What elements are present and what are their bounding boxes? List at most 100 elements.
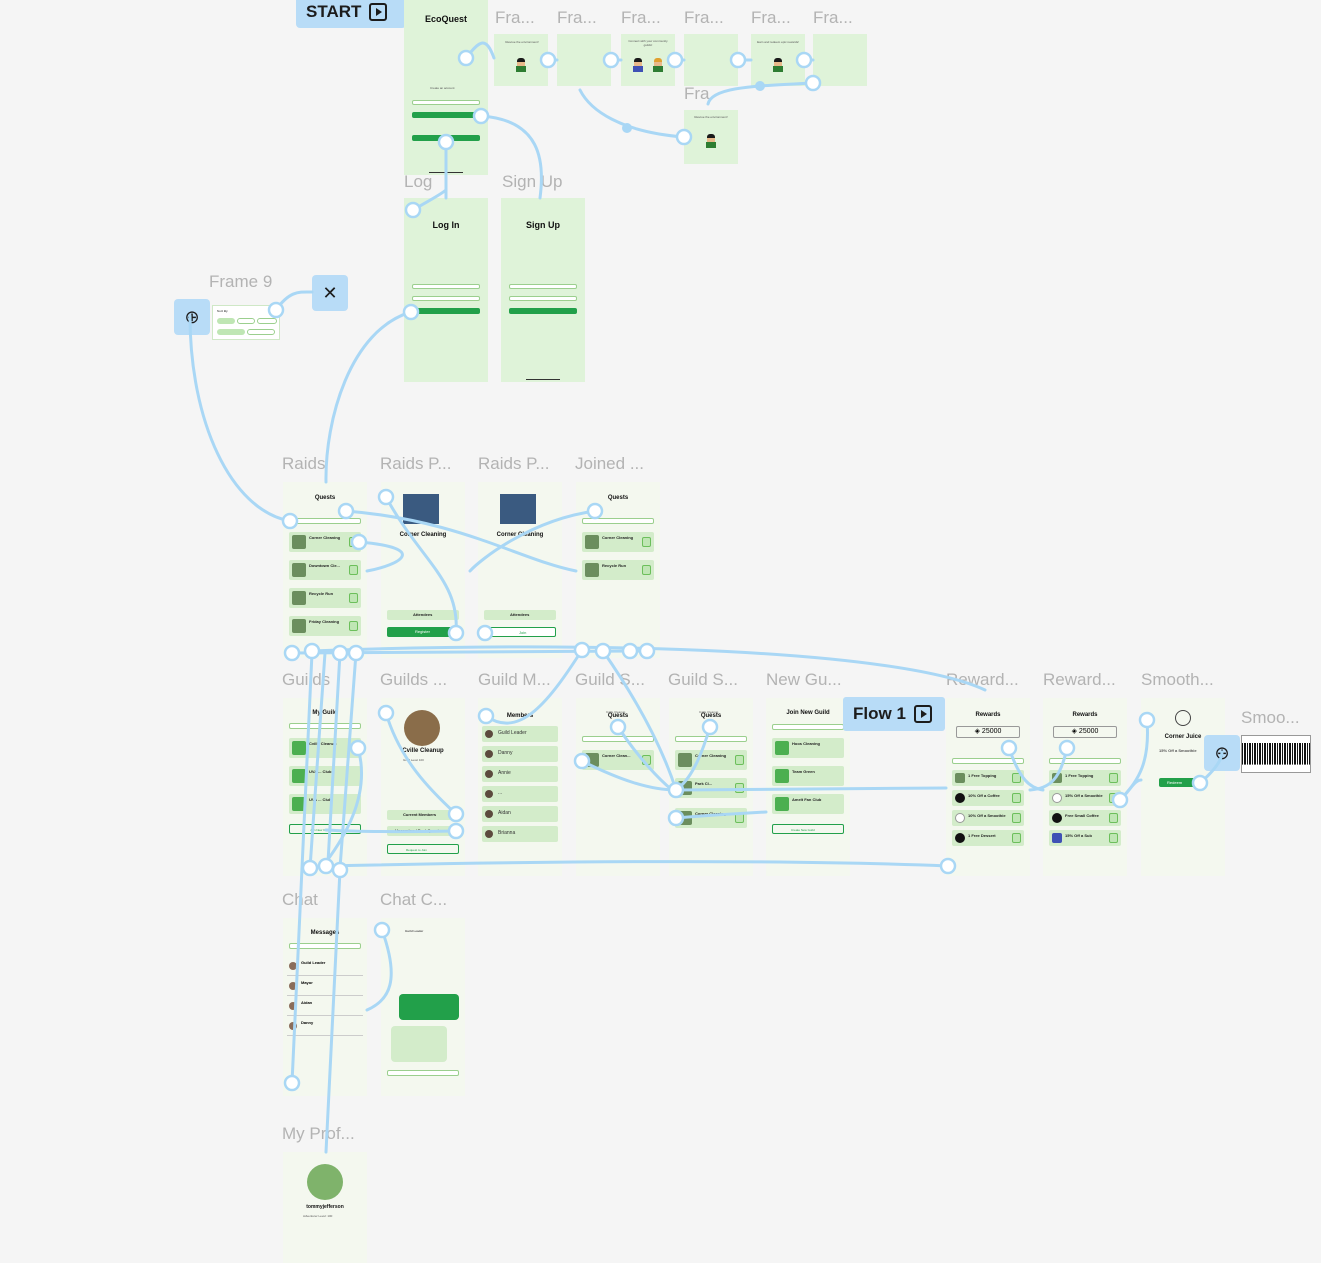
- member-row[interactable]: Brianna: [482, 826, 558, 842]
- reward-row[interactable]: 1 Free Topping: [1049, 770, 1121, 786]
- frame-guild-quests-1[interactable]: Cville Cleanup Quests Corner Clean...: [576, 698, 660, 876]
- search-input[interactable]: [582, 736, 654, 742]
- sort-option[interactable]: [217, 318, 235, 324]
- quest-row[interactable]: Friday Cleaning: [289, 616, 361, 636]
- guild-row[interactable]: UVA ... Club: [289, 766, 361, 786]
- sort-option[interactable]: [237, 318, 255, 324]
- username-field[interactable]: [412, 284, 480, 289]
- frame-onb7[interactable]: Rescue the environment!: [684, 110, 738, 164]
- frame-guild-detail[interactable]: Cville Cleanup Guild Level 100 Current M…: [381, 698, 465, 876]
- guild-row[interactable]: UVA ... Club: [289, 794, 361, 814]
- continue-button[interactable]: [412, 112, 480, 118]
- current-members-button[interactable]: Current Members: [387, 810, 459, 820]
- quest-row[interactable]: Park Cl...: [675, 778, 747, 798]
- sort-option[interactable]: [257, 318, 277, 324]
- frame-signup[interactable]: Sign Up: [501, 198, 585, 382]
- reward-row[interactable]: 10% Off a Coffee: [952, 790, 1024, 806]
- reward-row[interactable]: 15% Off a Smoothie: [1049, 790, 1121, 806]
- password-field[interactable]: [509, 296, 577, 301]
- frame-onb1[interactable]: Rescue the environment!: [494, 34, 548, 86]
- join-new-guild-button[interactable]: Join New Guild: [289, 824, 361, 834]
- message-input[interactable]: [387, 1070, 459, 1076]
- message-row[interactable]: Mayor: [287, 978, 363, 996]
- frame-login[interactable]: Log In: [404, 198, 488, 382]
- password-field[interactable]: [412, 296, 480, 301]
- frame-onb3[interactable]: Connect with your community guilds!: [621, 34, 675, 86]
- frame-onb6[interactable]: [813, 34, 867, 86]
- message-row[interactable]: Guild Leader: [287, 958, 363, 976]
- search-input[interactable]: [675, 736, 747, 742]
- close-icon[interactable]: ✕: [312, 275, 348, 311]
- message-row[interactable]: Danny: [287, 1018, 363, 1036]
- guild-row[interactable]: Cville Cleanup: [289, 738, 361, 758]
- quest-row[interactable]: Recycle Run: [582, 560, 654, 580]
- quest-row[interactable]: Downtown Cle...: [289, 560, 361, 580]
- guild-row[interactable]: Hoos Cleaning: [772, 738, 844, 758]
- frame-profile[interactable]: tommyjefferson Adventurer Level: 100: [283, 1152, 367, 1263]
- frame-raid-detail-1[interactable]: Corner Cleaning Attendees Register: [381, 482, 465, 658]
- search-input[interactable]: [289, 943, 361, 949]
- frame-ecoquest[interactable]: EcoQuest Create an account: [404, 0, 488, 175]
- search-input[interactable]: [582, 518, 654, 524]
- start-label: START: [306, 2, 362, 21]
- redeem-button[interactable]: Redeem: [1159, 778, 1201, 787]
- member-row[interactable]: Aidan: [482, 806, 558, 822]
- filter-option[interactable]: [217, 329, 245, 335]
- member-row[interactable]: Danny: [482, 746, 558, 762]
- filter-option[interactable]: [247, 329, 275, 335]
- guild-row[interactable]: Team Green: [772, 766, 844, 786]
- frame-rewards-1[interactable]: Rewards ◈ 25000 1 Free Topping 10% Off a…: [946, 698, 1030, 876]
- frame-raid-detail-2[interactable]: Corner Cleaning Attendees Join: [478, 482, 562, 658]
- frame-new-guild[interactable]: Join New Guild Hoos Cleaning Team Green …: [766, 698, 850, 876]
- flow1-tag[interactable]: Flow 1: [843, 697, 945, 731]
- frame-raids[interactable]: Quests Corner Cleaning Downtown Cle... R…: [283, 482, 367, 658]
- frame-onb5[interactable]: Earn and redeem epic rewards!: [751, 34, 805, 86]
- reward-row[interactable]: 1 Free Dessert: [952, 830, 1024, 846]
- search-input[interactable]: [289, 723, 361, 729]
- message-row[interactable]: Aidan: [287, 998, 363, 1016]
- quest-row[interactable]: Corner Cleaning: [582, 532, 654, 552]
- start-flow-tag[interactable]: START: [296, 0, 406, 28]
- register-button[interactable]: Register: [387, 627, 459, 637]
- signup-button[interactable]: [509, 308, 577, 314]
- search-input[interactable]: [952, 758, 1024, 764]
- search-input[interactable]: [772, 724, 844, 730]
- username-field[interactable]: [509, 284, 577, 289]
- frame-onb2[interactable]: [557, 34, 611, 86]
- member-row[interactable]: Guild Leader: [482, 726, 558, 742]
- frame-joined[interactable]: Quests Corner Cleaning Recycle Run: [576, 482, 660, 658]
- quest-row[interactable]: Corner Cleaning: [289, 532, 361, 552]
- add-overlay-icon[interactable]: ⊕: [1204, 735, 1240, 771]
- frame-sortby[interactable]: Sort By: [212, 305, 280, 340]
- frame-messages[interactable]: Messages Guild Leader Mayor Aidan Danny: [283, 918, 367, 1096]
- frame-guild-quests-2[interactable]: Cville Cleanup Quests Corner Cleaning Pa…: [669, 698, 753, 876]
- member-row[interactable]: ...: [482, 786, 558, 802]
- google-button[interactable]: [412, 135, 480, 141]
- search-input[interactable]: [289, 518, 361, 524]
- login-button[interactable]: [412, 308, 480, 314]
- frame-chat-convo[interactable]: Guild Leader: [381, 918, 465, 1096]
- frame-rewards-2[interactable]: Rewards ◈ 25000 1 Free Topping 15% Off a…: [1043, 698, 1127, 876]
- request-join-button[interactable]: Request to Join: [387, 844, 459, 854]
- quest-row[interactable]: Corner Cleaning: [675, 808, 747, 828]
- reward-row[interactable]: 10% Off a Smoothie: [952, 810, 1024, 826]
- frame-my-guild[interactable]: My Guild Cville Cleanup UVA ... Club UVA…: [283, 698, 367, 876]
- frame-members[interactable]: Members Guild Leader Danny Annie ... Aid…: [478, 698, 562, 876]
- frame-onb4[interactable]: [684, 34, 738, 86]
- quest-row[interactable]: Recycle Run: [289, 588, 361, 608]
- reward-row[interactable]: Free Small Coffee: [1049, 810, 1121, 826]
- member-row[interactable]: Annie: [482, 766, 558, 782]
- search-input[interactable]: [1049, 758, 1121, 764]
- guild-row[interactable]: Amelt Fan Club: [772, 794, 844, 814]
- create-guild-button[interactable]: Create New Guild: [772, 824, 844, 834]
- reward-row[interactable]: 1 Free Topping: [952, 770, 1024, 786]
- join-button[interactable]: Join: [484, 627, 556, 637]
- add-overlay-icon[interactable]: ⊕: [174, 299, 210, 335]
- quest-photo: [500, 494, 536, 524]
- reward-row[interactable]: 15% Off a Sub: [1049, 830, 1121, 846]
- frame-smoothie[interactable]: Corner Juice 15% Off a Smoothie Redeem: [1141, 698, 1225, 876]
- quests-button[interactable]: Upcoming / Past Quests: [387, 826, 459, 836]
- quest-row[interactable]: Corner Clean...: [582, 750, 654, 770]
- email-field[interactable]: [412, 100, 480, 105]
- quest-row[interactable]: Corner Cleaning: [675, 750, 747, 770]
